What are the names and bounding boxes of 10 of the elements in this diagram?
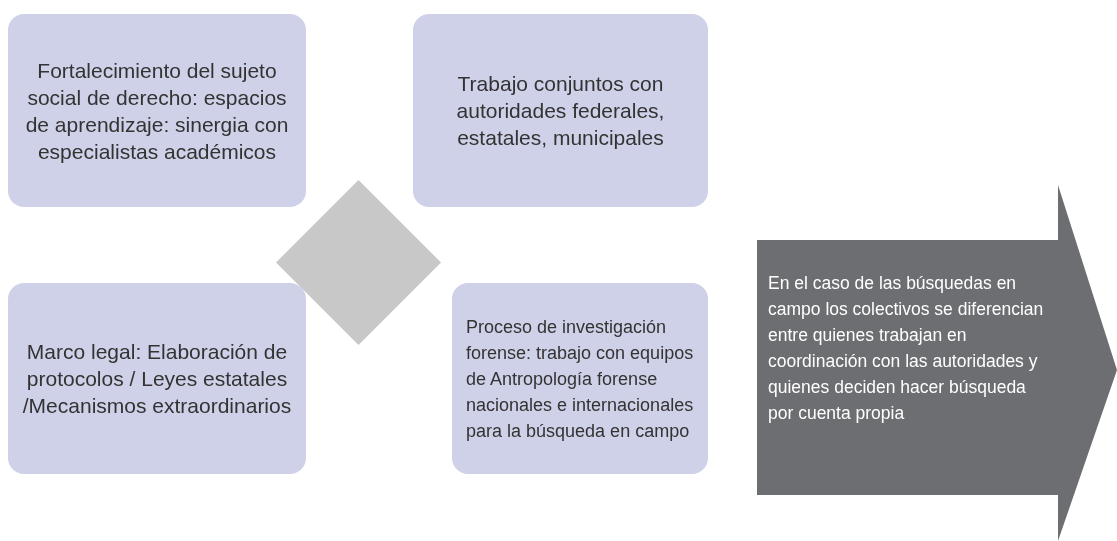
- arrow-text: En el caso de las búsquedas en campo los colectivos se diferencian entre quienes trabajan en coordinación con las autoridades y quienes deciden hacer búsqueda por cuenta propia: [768, 272, 1045, 425]
- box-text: Marco legal: Elaboración de protocolos / Leyes estatales /Mecanismos extraordinarios: [22, 339, 292, 419]
- box-text: Proceso de investigación forense: trabajo con equipos de Antropología forense nacionales e internacionales para la búsqueda en campo: [466, 315, 695, 443]
- text-box: [452, 283, 708, 474]
- text-box: [8, 14, 306, 207]
- text-box: [8, 283, 306, 474]
- box-text: Trabajo conjuntos con autoridades federales, estatales, municipales: [455, 71, 666, 151]
- box-text: Fortalecimiento del sujeto social de derecho: espacios de aprendizaje: sinergia con especialistas académicos: [24, 57, 290, 165]
- text-box: [413, 14, 708, 207]
- diamond-shape: [276, 180, 441, 345]
